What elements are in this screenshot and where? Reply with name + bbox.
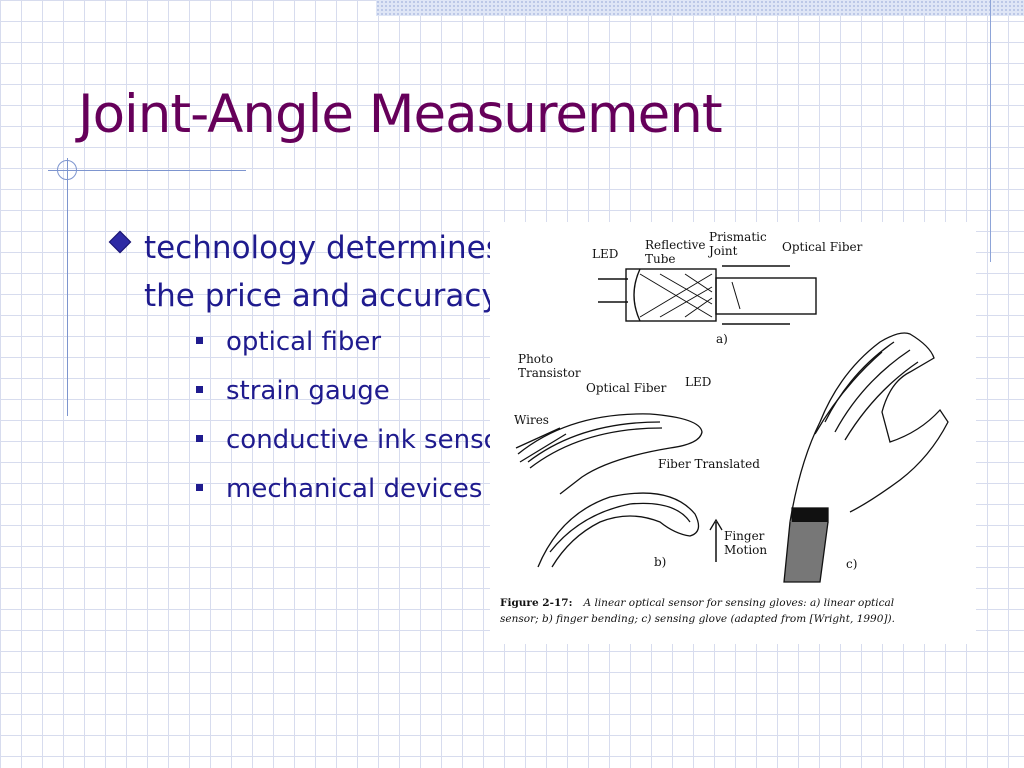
bullet-list: technology determines the price and accu… <box>106 224 506 604</box>
sub-bullet-text: conductive ink sensor <box>226 425 506 455</box>
caption-text-1: A linear optical sensor for sensing glov… <box>583 597 895 609</box>
reflective-label: Reflective <box>645 238 706 252</box>
part-b-label: b) <box>654 555 666 569</box>
wires-label: Wires <box>514 413 549 427</box>
part-a-label: a) <box>716 332 728 346</box>
tube-label: Tube <box>645 252 676 266</box>
figure-caption-line2: sensor; b) finger bending; c) sensing gl… <box>500 613 895 625</box>
square-bullet-icon <box>196 484 203 491</box>
caption-label: Figure 2-17: <box>500 597 572 609</box>
led-label: LED <box>592 247 618 261</box>
sub-bullet-text: strain gauge <box>226 376 390 406</box>
part-c-label: c) <box>846 557 857 571</box>
sub-bullet-text: mechanical devices <box>226 474 483 504</box>
optical-fiber-label-b: Optical Fiber <box>586 381 667 395</box>
finger-bending-drawing <box>515 413 723 568</box>
bullet-text: technology determines the price and accu… <box>144 230 502 314</box>
decorative-circle <box>57 160 77 180</box>
sub-bullet-item: mechanical devices <box>144 469 506 509</box>
title-underline-rule <box>48 170 246 171</box>
right-decorative-rule <box>990 0 991 262</box>
sub-bullet-item: strain gauge <box>144 371 506 411</box>
joint-label: Joint <box>707 244 738 258</box>
sub-bullet-item: conductive ink sensor <box>144 420 506 460</box>
sensor-illustration: LED Reflective Tube Prismatic Joint Opti… <box>500 230 949 625</box>
square-bullet-icon <box>196 337 203 344</box>
top-decorative-band <box>376 0 1024 16</box>
optical-sensor-figure: LED Reflective Tube Prismatic Joint Opti… <box>490 222 976 644</box>
bullet-item: technology determines the price and accu… <box>106 224 506 509</box>
motion-label: Motion <box>724 543 767 557</box>
sub-bullet-list: optical fiber strain gauge conductive in… <box>144 322 506 509</box>
photo-label: Photo <box>518 352 553 366</box>
sensing-glove-drawing <box>783 332 949 583</box>
sub-bullet-text: optical fiber <box>226 327 382 357</box>
slide-title: Joint-Angle Measurement <box>78 84 723 145</box>
led-label-b: LED <box>685 375 711 389</box>
square-bullet-icon <box>196 386 203 393</box>
sub-bullet-item: optical fiber <box>144 322 506 362</box>
figure-caption-line1: Figure 2-17: A linear optical sensor for… <box>500 591 894 610</box>
square-bullet-icon <box>196 435 203 442</box>
transistor-label: Transistor <box>518 366 581 380</box>
fiber-translated-label: Fiber Translated <box>658 457 760 471</box>
prismatic-label: Prismatic <box>709 230 767 244</box>
linear-optical-sensor-drawing <box>598 265 817 325</box>
diamond-bullet-icon <box>108 230 132 254</box>
left-vertical-rule <box>67 158 68 416</box>
finger-label: Finger <box>724 529 765 543</box>
optical-fiber-label-a: Optical Fiber <box>782 240 863 254</box>
